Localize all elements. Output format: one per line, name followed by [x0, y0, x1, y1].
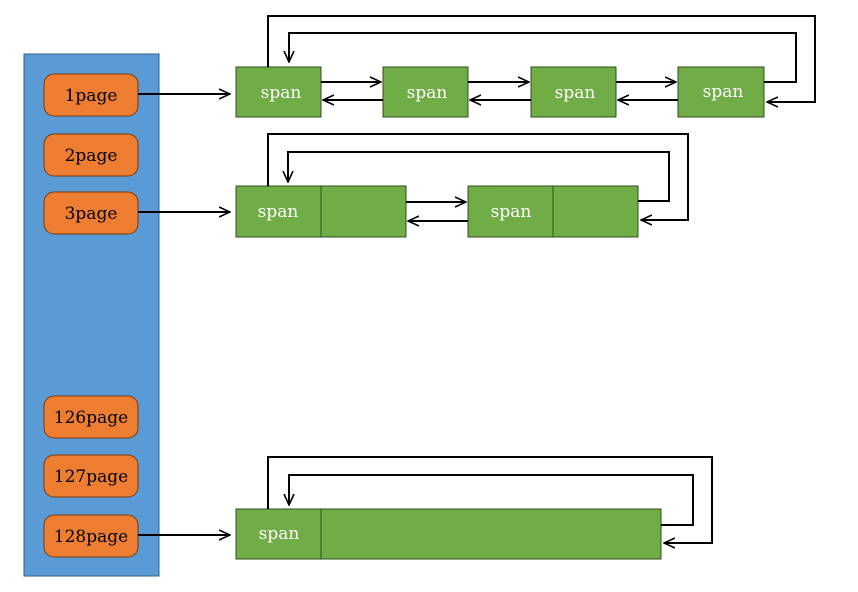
bucket-126page: 126page: [43, 395, 139, 439]
bucket-1page: 1page: [43, 73, 139, 117]
span-label: span: [407, 83, 448, 103]
tail-to-head-link: [288, 151, 670, 202]
span-node: span: [467, 185, 639, 238]
bucket-3page: 3page: [43, 191, 139, 235]
span-label: span: [555, 83, 596, 103]
span-node: span: [235, 66, 322, 118]
head-to-tail-link: [267, 15, 816, 102]
span-label: span: [261, 83, 302, 103]
span-node: span: [235, 185, 407, 238]
bucket-label: 128page: [54, 527, 128, 547]
span-label: span: [259, 524, 300, 544]
bucket-2page: 2page: [43, 133, 139, 177]
head-to-tail-link: [267, 133, 689, 220]
bucket-label: 3page: [65, 204, 118, 224]
head-to-tail-link: [267, 456, 713, 543]
tail-to-head-link: [289, 474, 694, 526]
span-node: span: [677, 66, 765, 118]
span-node: span: [235, 508, 662, 560]
span-row-1page: span span span span: [138, 15, 816, 118]
page-bucket-panel: [23, 53, 160, 577]
bucket-label: 126page: [54, 408, 128, 428]
span-label: span: [703, 82, 744, 102]
span-row-3page: span span: [138, 133, 689, 238]
tail-to-head-link: [289, 32, 797, 83]
bucket-label: 127page: [54, 467, 128, 487]
span-label: span: [258, 202, 299, 222]
bucket-label: 2page: [65, 146, 118, 166]
span-node: span: [530, 66, 617, 118]
span-label: span: [491, 202, 532, 222]
bucket-127page: 127page: [43, 454, 139, 498]
bucket-128page: 128page: [43, 514, 139, 558]
span-node: span: [382, 66, 469, 118]
bucket-label: 1page: [65, 86, 118, 106]
span-row-128page: span: [138, 456, 713, 560]
